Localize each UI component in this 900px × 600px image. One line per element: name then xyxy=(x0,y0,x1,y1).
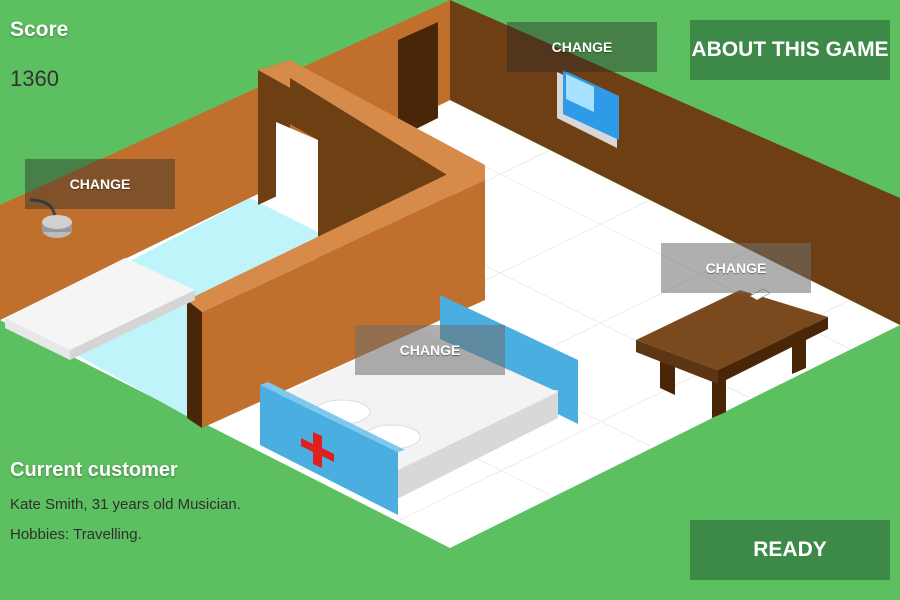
medical-cross-icon xyxy=(301,432,334,468)
closet-opening xyxy=(276,122,318,228)
bath-side xyxy=(5,318,70,360)
partition-wall-face xyxy=(202,180,485,428)
partition-wall-end xyxy=(187,300,202,428)
ready-button[interactable]: READY xyxy=(690,520,890,580)
change-table-button[interactable]: CHANGE xyxy=(661,243,811,293)
customer-description: Kate Smith, 31 years old Musician. xyxy=(10,496,241,513)
tv-icon xyxy=(557,70,619,148)
change-bathroom-button[interactable]: CHANGE xyxy=(25,159,175,209)
score-label: Score xyxy=(10,18,69,41)
toilet-icon xyxy=(29,198,72,238)
bathroom-floor xyxy=(75,198,330,418)
door xyxy=(398,22,438,138)
current-customer-title: Current customer xyxy=(10,459,178,481)
bath-top xyxy=(5,258,195,350)
closet-wall-inner xyxy=(290,78,452,262)
bath-front xyxy=(70,290,195,360)
closet-wall-top xyxy=(258,60,485,178)
about-game-button[interactable]: ABOUT THIS GAME xyxy=(690,20,890,80)
score-value: 1360 xyxy=(10,66,59,91)
change-tv-button[interactable]: CHANGE xyxy=(507,22,657,72)
partition-wall-top xyxy=(187,165,485,312)
customer-hobbies: Hobbies: Travelling. xyxy=(10,526,142,543)
back-left-wall xyxy=(0,0,450,320)
table xyxy=(636,290,828,418)
change-bed-button[interactable]: CHANGE xyxy=(355,325,505,375)
